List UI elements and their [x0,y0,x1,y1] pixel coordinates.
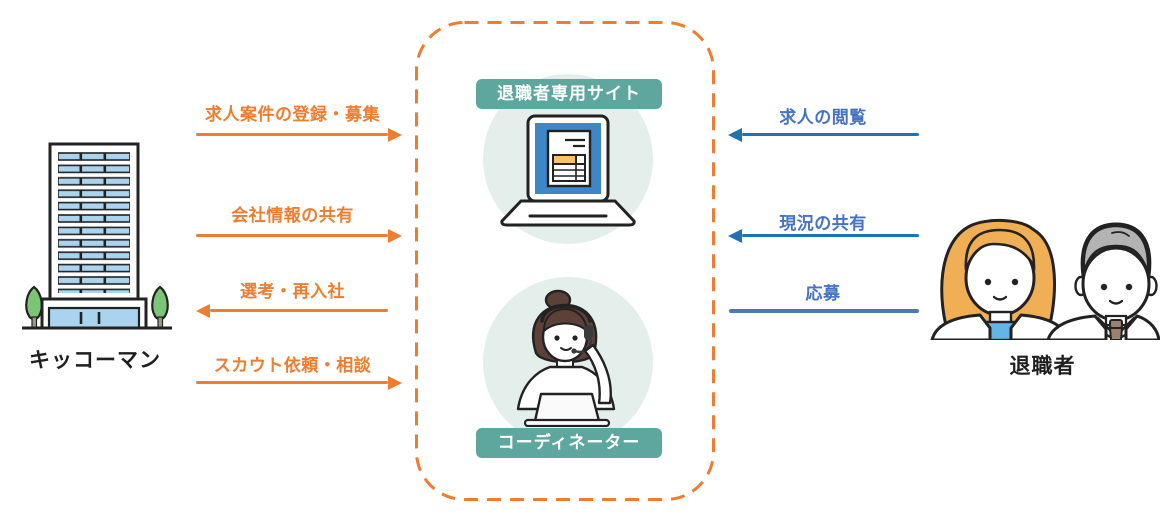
flow-label-selection-rejoin: 選考・再入社 [240,282,345,302]
flow-arrow-view-jobs [742,133,919,136]
flow-arrow-company-info [196,234,388,237]
flow-line-apply [729,309,919,313]
flow-label-scout-request: スカウト依頼・相談 [213,356,372,376]
company-label: キッコーマン [29,348,161,372]
flow-arrow-selection-rejoin [210,309,388,312]
retirees-icon [930,218,1160,340]
coordinator-badge: コーディネーター [476,428,662,458]
flow-label-company-info: 会社情報の共有 [231,206,354,226]
site-badge: 退職者専用サイト [476,79,662,109]
flow-label-view-jobs: 求人の閲覧 [779,108,867,128]
flow-label-apply: 応募 [805,284,841,304]
flow-arrow-job-registration [196,133,388,136]
flow-arrow-status-share [742,234,919,237]
flow-label-job-registration: 求人案件の登録・募集 [205,105,380,125]
office-building-icon [22,142,172,330]
flow-arrow-scout-request [196,381,388,384]
flow-label-status-share: 現況の共有 [779,214,867,234]
laptop-site-icon [500,114,636,227]
retirees-label: 退職者 [1009,354,1076,378]
hub-dashed-border [415,21,715,501]
coordinator-headset-icon [516,289,616,427]
